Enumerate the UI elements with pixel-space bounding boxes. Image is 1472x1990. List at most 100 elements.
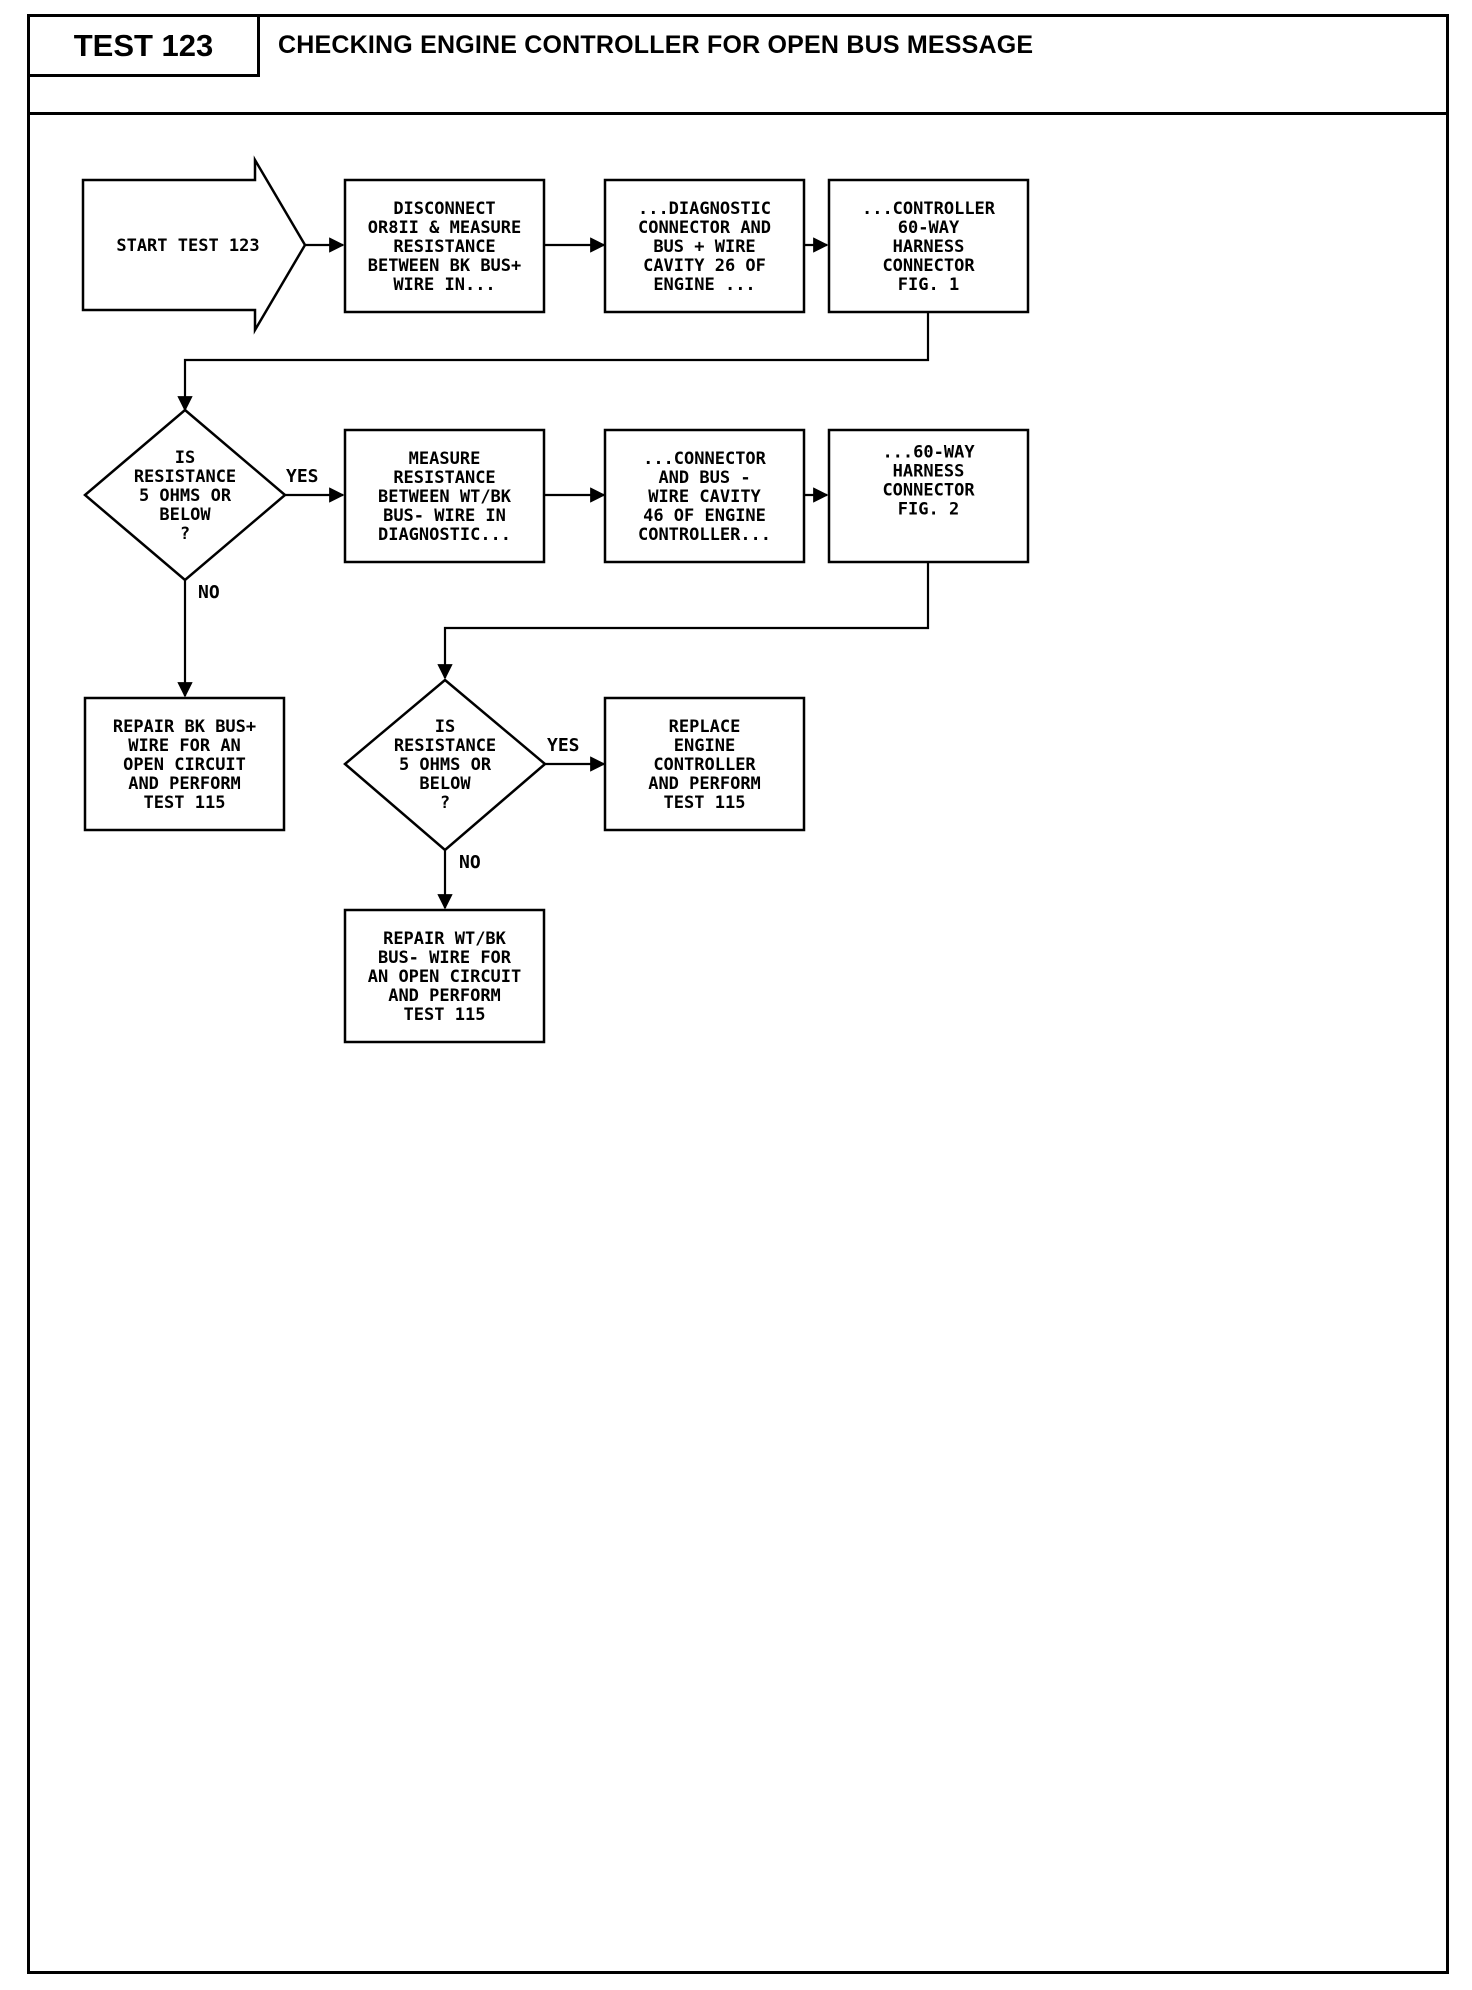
node-text-line: ? <box>180 524 190 544</box>
node-text-line: BELOW <box>159 505 211 525</box>
node-text-line: CAVITY 26 OF <box>643 256 766 276</box>
edge-step2c-decision2 <box>437 562 930 680</box>
node-text-line: DISCONNECT <box>393 199 495 219</box>
decision2-diamond <box>343 678 547 852</box>
edge-label-no-2: NO <box>459 852 481 873</box>
node-text-line: ...DIAGNOSTIC <box>638 199 771 219</box>
node-text-line: TEST 115 <box>144 793 226 813</box>
node-text-line: CONTROLLER... <box>638 525 771 545</box>
node-text-line: HARNESS <box>893 237 965 257</box>
node-text-line: TEST 115 <box>404 1005 486 1025</box>
node-text-line: RESISTANCE <box>134 467 236 487</box>
node-text-line: OR8II & MEASURE <box>368 218 522 238</box>
start-node: START TEST 123 <box>81 155 307 335</box>
node-text-line: MEASURE <box>409 449 481 469</box>
node-text-line: ENGINE ... <box>653 275 755 295</box>
step2b-box <box>603 428 806 564</box>
node-text-line: IS <box>435 717 455 737</box>
node-text-line: AND PERFORM <box>388 986 501 1006</box>
node-text-line: OPEN CIRCUIT <box>123 755 246 775</box>
node-text-line: BETWEEN WT/BK <box>378 487 512 507</box>
node-text-line: RESISTANCE <box>393 468 495 488</box>
node-text-line: DIAGNOSTIC... <box>378 525 511 545</box>
node-text-line: REPAIR BK BUS+ <box>113 717 256 737</box>
node-text-line: WIRE FOR AN <box>128 736 241 756</box>
repair1-box <box>83 696 286 832</box>
test-number-box: TEST 123 <box>30 17 260 77</box>
step2a-box <box>343 428 546 564</box>
replace-box <box>603 696 806 832</box>
node-text-line: BETWEEN BK BUS+ <box>368 256 522 276</box>
node-text-line: ? <box>440 793 450 813</box>
page-frame: TEST 123 CHECKING ENGINE CONTROLLER FOR … <box>27 14 1449 1974</box>
start-label: START TEST 123 <box>116 236 259 256</box>
step1c-box <box>827 178 1030 314</box>
header-band: TEST 123 CHECKING ENGINE CONTROLLER FOR … <box>30 17 1446 115</box>
node-text-line: AND PERFORM <box>648 774 761 794</box>
node-text-line: REPLACE <box>669 717 741 737</box>
node-text-line: ...CONTROLLER <box>862 199 996 219</box>
edge-labels: YES NO YES NO <box>198 466 580 873</box>
node-text-line: BUS- WIRE FOR <box>378 948 512 968</box>
node-text-line: START TEST 123 <box>116 236 259 256</box>
node-text-line: BUS- WIRE IN <box>383 506 506 526</box>
node-text-line: ENGINE <box>674 736 735 756</box>
repair2-box <box>343 908 546 1044</box>
node-text-line: 46 OF ENGINE <box>643 506 766 526</box>
node-text-line: RESISTANCE <box>394 736 496 756</box>
start-arrow-shape <box>81 155 307 335</box>
edge-label-yes-1: YES <box>286 466 319 487</box>
node-text-line: RESISTANCE <box>393 237 495 257</box>
node-text-line: 5 OHMS OR <box>139 486 232 506</box>
node-text-line: AND BUS - <box>658 468 750 488</box>
step1b-box <box>603 178 806 314</box>
node-text-line: CONNECTOR AND <box>638 218 771 238</box>
node-text-line: HARNESS <box>893 462 965 482</box>
step1a-box <box>343 178 546 314</box>
edge-label-no-1: NO <box>198 582 220 603</box>
node-text-line: WIRE IN... <box>393 275 495 295</box>
node-text-line: ...CONNECTOR <box>643 449 767 469</box>
node-text-line: AN OPEN CIRCUIT <box>368 967 522 987</box>
decision1-diamond <box>83 408 287 582</box>
edge-label-yes-2: YES <box>547 735 580 756</box>
node-text-line: CONNECTOR <box>882 256 975 276</box>
node-text-line: IS <box>175 448 195 468</box>
node-text-line: BELOW <box>419 774 471 794</box>
node-text-line: AND PERFORM <box>128 774 241 794</box>
node-text-line: WIRE CAVITY <box>648 487 761 507</box>
node-text-line: 5 OHMS OR <box>399 755 492 775</box>
node-text-line: FIG. 2 <box>898 500 959 520</box>
test-number: TEST 123 <box>73 27 214 63</box>
node-text-line: CONNECTOR <box>882 481 975 501</box>
step2c-box <box>827 428 1030 564</box>
node-text-line: FIG. 1 <box>898 275 959 295</box>
edge-step1c-decision1 <box>177 312 930 412</box>
node-text-line: TEST 115 <box>664 793 746 813</box>
node-text-line: 60-WAY <box>898 218 960 238</box>
node-text-line: BUS + WIRE <box>653 237 755 257</box>
page-title: CHECKING ENGINE CONTROLLER FOR OPEN BUS … <box>278 31 1034 59</box>
